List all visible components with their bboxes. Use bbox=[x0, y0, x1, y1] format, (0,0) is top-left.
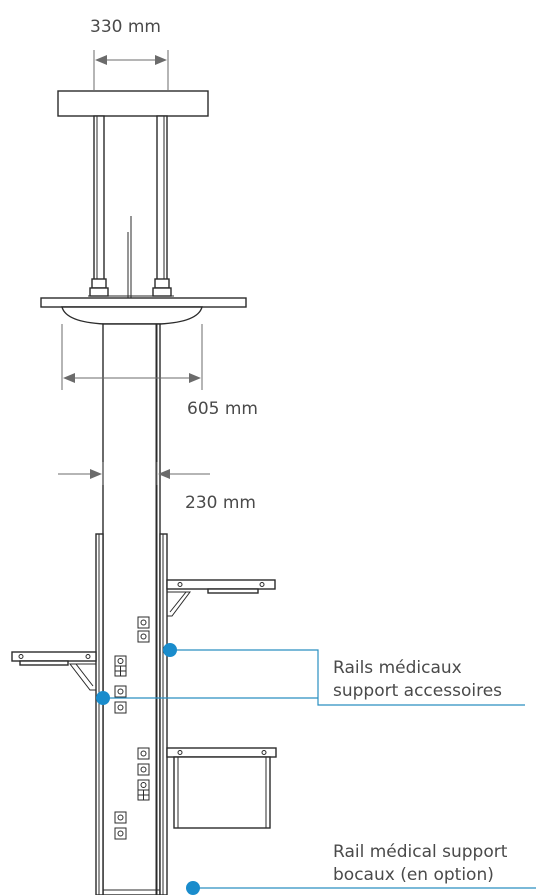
dimension-top-width: 330 mm bbox=[90, 17, 169, 91]
support-tubes bbox=[93, 115, 168, 300]
callout-jar-rail-line2: bocaux (en option) bbox=[333, 865, 494, 885]
left-shelf bbox=[11, 651, 97, 691]
ceiling-plate bbox=[57, 90, 209, 117]
dimension-top-width-label: 330 mm bbox=[90, 17, 161, 37]
dimension-shelf-width: 605 mm bbox=[61, 324, 258, 419]
drawer-module bbox=[166, 747, 277, 829]
callout-accessory-rails-line1: Rails médicaux bbox=[333, 658, 462, 678]
callout-jar-rail: Rail médical support bocaux (en option) bbox=[186, 842, 536, 895]
callout-accessory-rails-dot-left bbox=[96, 691, 110, 705]
dimension-shelf-width-label: 605 mm bbox=[187, 399, 258, 419]
callout-jar-rail-line1: Rail médical support bbox=[333, 842, 508, 862]
top-flange bbox=[40, 297, 247, 325]
main-column bbox=[96, 323, 166, 895]
side-rails bbox=[95, 533, 168, 895]
right-shelf bbox=[166, 579, 276, 617]
electrical-outlets bbox=[114, 616, 150, 840]
clamp-fixings bbox=[88, 278, 174, 297]
callout-accessory-rails-line2: support accessoires bbox=[333, 681, 502, 701]
callout-jar-rail-dot bbox=[186, 881, 200, 895]
dimension-column-width-label: 230 mm bbox=[185, 493, 256, 513]
dimension-column-width: 230 mm bbox=[58, 462, 256, 513]
callout-accessory-rails-dot-right bbox=[163, 643, 177, 657]
callout-accessory-rails: Rails médicaux support accessoires bbox=[96, 643, 525, 706]
